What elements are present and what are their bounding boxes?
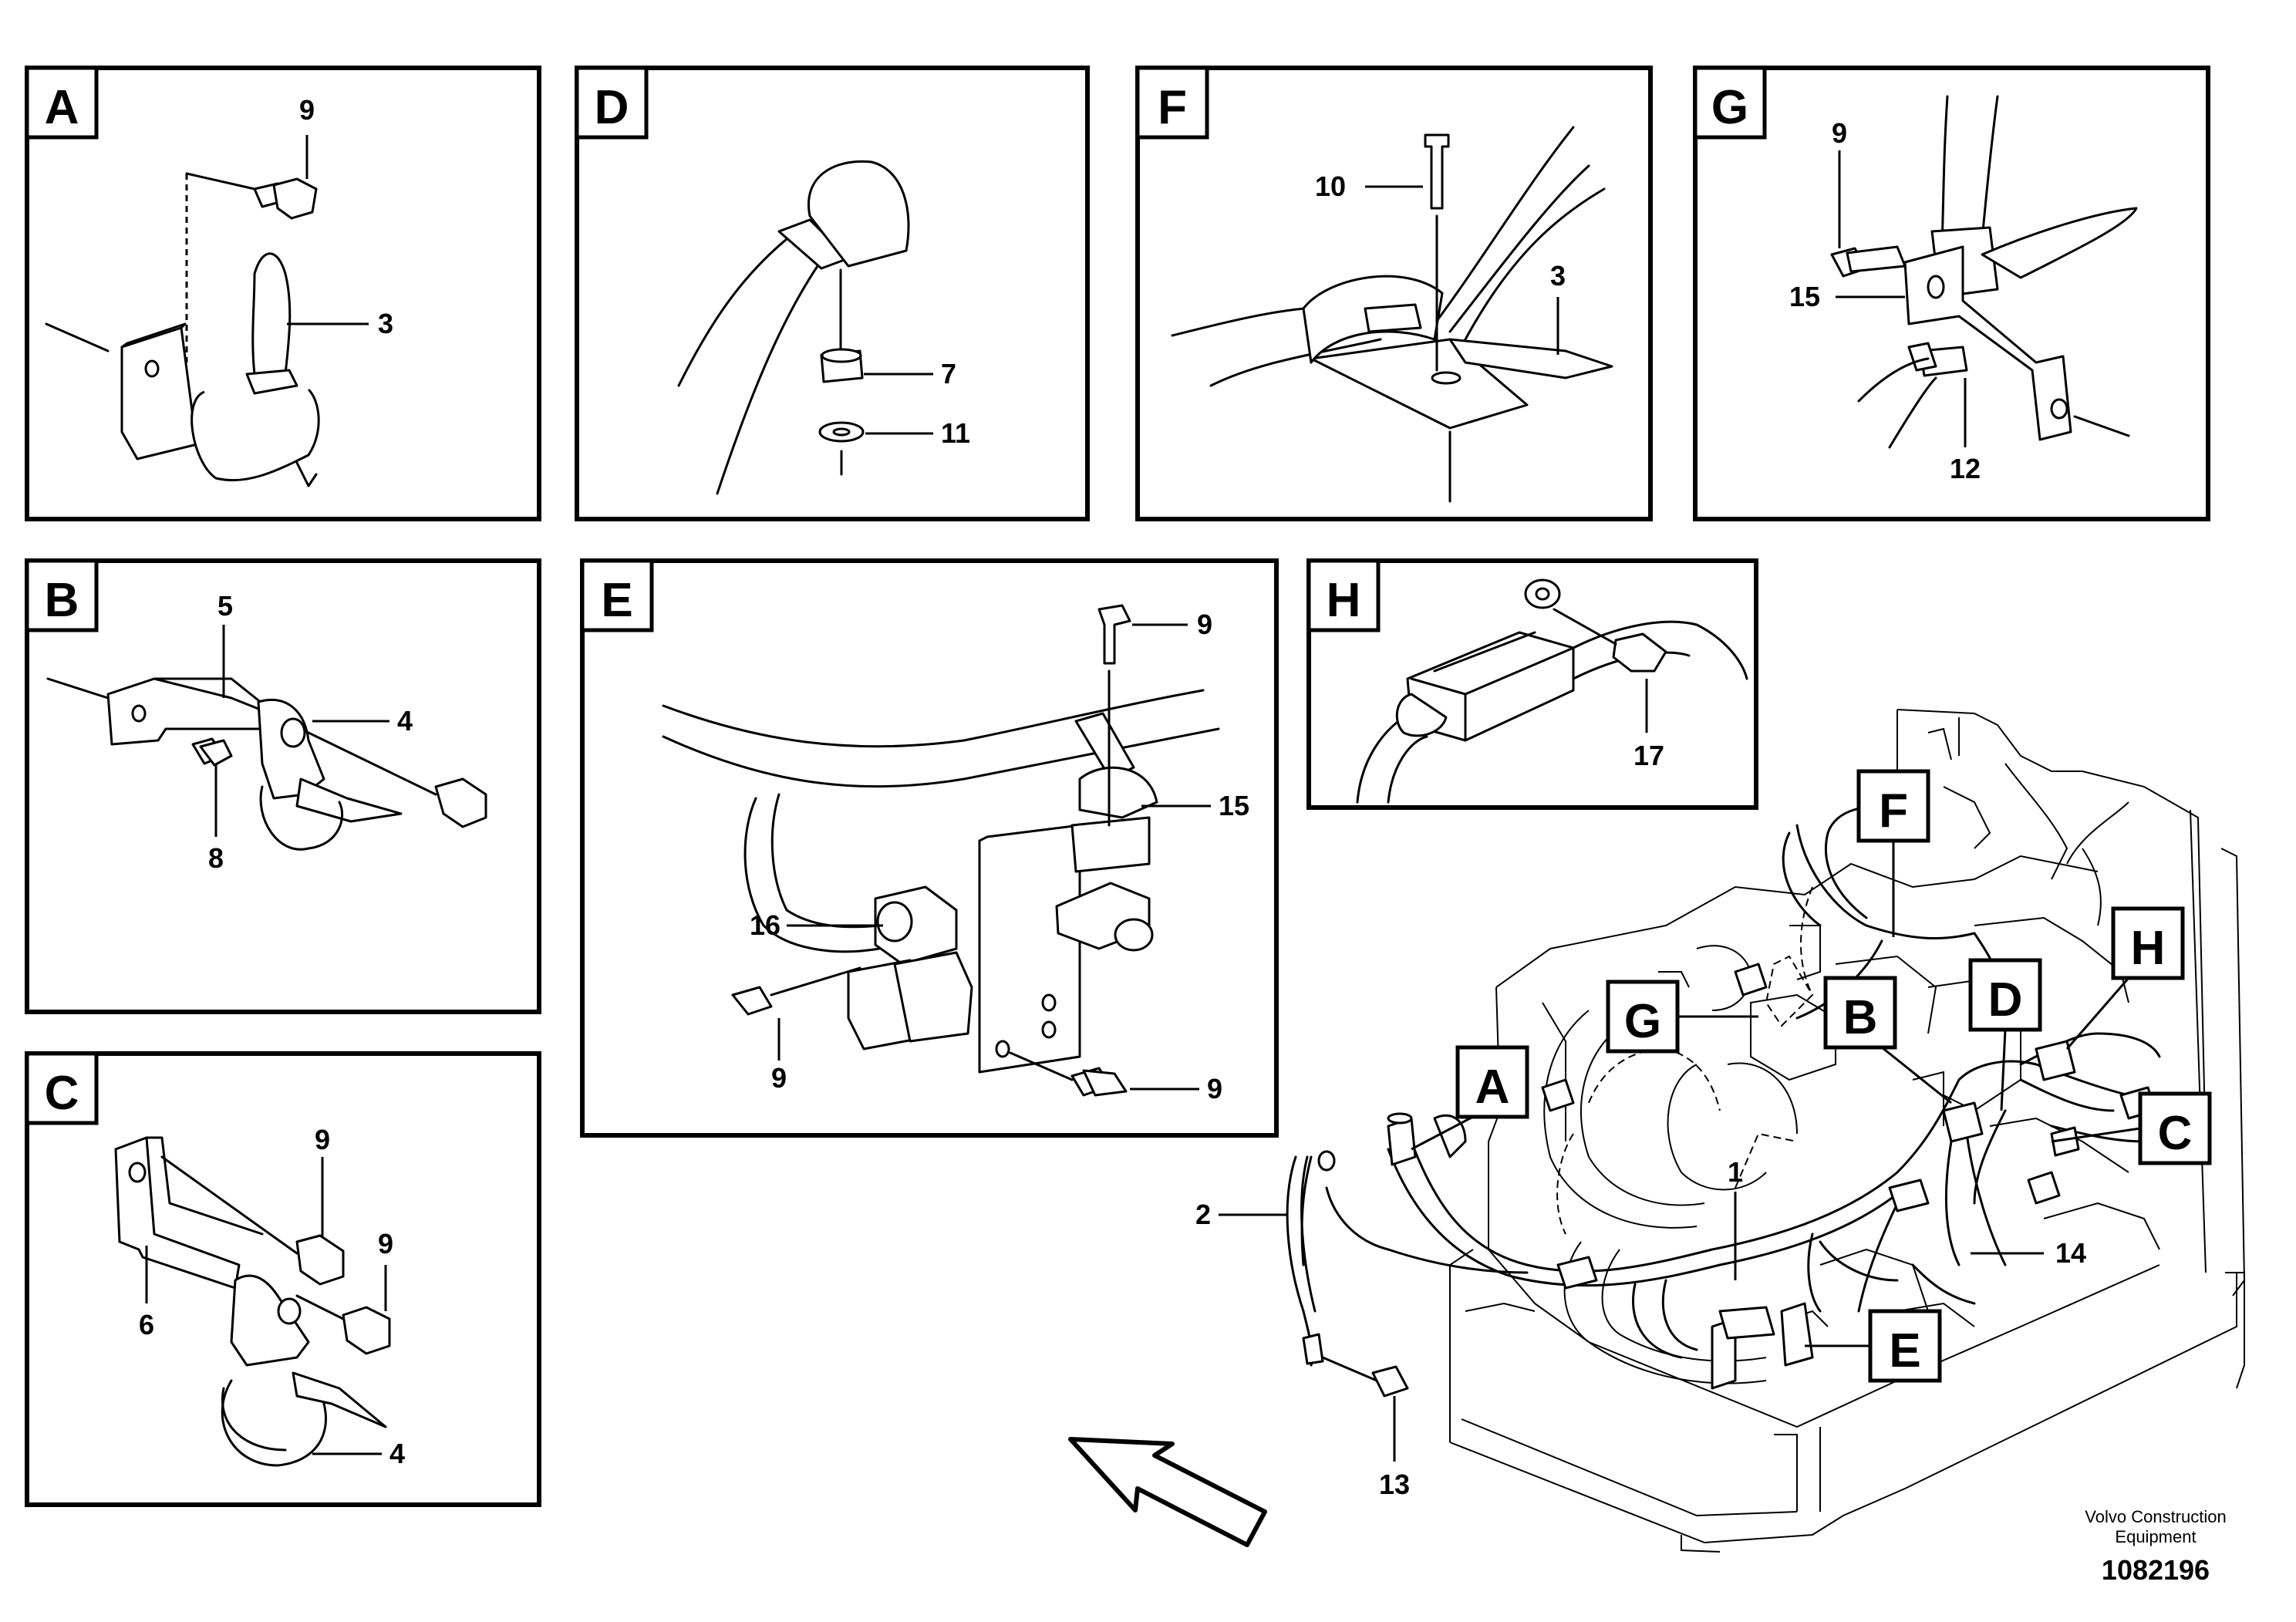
main-assembly-view: F G B D H A C — [1195, 709, 2246, 1553]
svg-text:A: A — [1475, 1061, 1510, 1114]
svg-text:G: G — [1624, 995, 1661, 1048]
label-c-6: 6 — [139, 1309, 154, 1340]
panel-a-letter: A — [45, 81, 79, 134]
svg-text:C: C — [2158, 1107, 2193, 1160]
panel-a-tag — [25, 66, 99, 140]
panel-d-letter: D — [595, 81, 629, 134]
callout-f: F — [1856, 769, 1930, 937]
callout-g: G — [1606, 980, 1758, 1054]
svg-text:F: F — [1879, 784, 1908, 838]
label-g-9: 9 — [1832, 117, 1847, 149]
callout-c: C — [2051, 1091, 2212, 1165]
panel-h: H 17 — [1306, 558, 1758, 810]
callout-d: D — [1968, 958, 2042, 1111]
label-g-12: 12 — [1950, 453, 1981, 484]
label-d-7: 7 — [941, 358, 956, 389]
panel-c: C 9 9 6 4 — [25, 1051, 541, 1507]
svg-text:D: D — [1988, 973, 2023, 1027]
label-h-17: 17 — [1633, 740, 1664, 771]
panel-b-letter: B — [45, 574, 79, 627]
wiring-harness-illustration — [1286, 805, 2161, 1398]
sensor-mount-illustration — [1356, 578, 1748, 804]
company-name-line1: Volvo Construction — [2085, 1507, 2226, 1526]
panel-h-letter: H — [1327, 574, 1361, 627]
label-c-9-right: 9 — [378, 1228, 393, 1259]
direction-arrow-icon — [1068, 1437, 1267, 1547]
callout-e: E — [1805, 1309, 1942, 1383]
label-main-14: 14 — [2055, 1237, 2086, 1269]
panel-c-letter: C — [45, 1067, 79, 1120]
label-e-16: 16 — [750, 909, 781, 941]
label-f-10: 10 — [1315, 170, 1346, 202]
label-c-4: 4 — [389, 1438, 405, 1469]
panel-f-letter: F — [1158, 81, 1187, 134]
callout-b: B — [1823, 976, 1952, 1104]
bracket-clamp-illustration — [46, 677, 487, 851]
panel-g-tag — [1693, 66, 1767, 140]
panel-c-tag — [25, 1051, 99, 1125]
panel-f: F 10 3 — [1135, 66, 1653, 521]
label-main-1: 1 — [1728, 1156, 1743, 1188]
panel-d: D 7 11 — [575, 66, 1090, 521]
double-bracket-illustration — [1830, 95, 2138, 449]
svg-text:H: H — [2131, 922, 2166, 975]
footer: Volvo Construction Equipment 1082196 — [2085, 1507, 2226, 1586]
label-b-8: 8 — [208, 842, 224, 874]
label-a-3: 3 — [378, 308, 393, 339]
panel-b: B 5 4 8 — [25, 558, 541, 1014]
label-f-3: 3 — [1550, 260, 1566, 292]
panel-a: A 9 3 — [25, 66, 541, 521]
panel-f-tag — [1135, 66, 1209, 140]
label-main-13: 13 — [1379, 1469, 1410, 1500]
label-c-9-top: 9 — [315, 1124, 330, 1155]
panel-g-letter: G — [1711, 81, 1748, 134]
callout-a: A — [1411, 1045, 1529, 1151]
label-e-9-left: 9 — [771, 1062, 787, 1094]
cable-cap-illustration — [677, 160, 910, 495]
panel-h-tag — [1306, 558, 1381, 632]
panel-g: G 9 15 12 — [1693, 66, 2210, 521]
strap-bracket-illustration — [1171, 126, 1613, 503]
svg-text:B: B — [1843, 991, 1878, 1044]
clamp-bracket-illustration — [45, 172, 320, 487]
company-name-line2: Equipment — [2115, 1527, 2196, 1546]
label-b-4: 4 — [397, 705, 413, 737]
panel-e-letter: E — [601, 574, 632, 627]
label-d-11: 11 — [941, 417, 970, 449]
label-main-2: 2 — [1195, 1199, 1211, 1230]
sensor-bracket-illustration — [662, 604, 1220, 1097]
panel-b-tag — [25, 558, 99, 632]
svg-text:E: E — [1889, 1324, 1920, 1378]
label-e-9-right: 9 — [1207, 1073, 1222, 1104]
drawing-number: 1082196 — [2102, 1554, 2210, 1586]
label-a-9: 9 — [299, 94, 315, 126]
panel-e-tag — [580, 558, 654, 632]
callout-h: H — [2065, 906, 2185, 1050]
label-e-15: 15 — [1219, 790, 1249, 821]
label-e-9-top: 9 — [1197, 609, 1212, 640]
label-b-5: 5 — [217, 590, 233, 622]
panel-d-tag — [575, 66, 649, 140]
panel-e: E 9 — [580, 558, 1279, 1138]
label-g-15: 15 — [1789, 281, 1820, 312]
